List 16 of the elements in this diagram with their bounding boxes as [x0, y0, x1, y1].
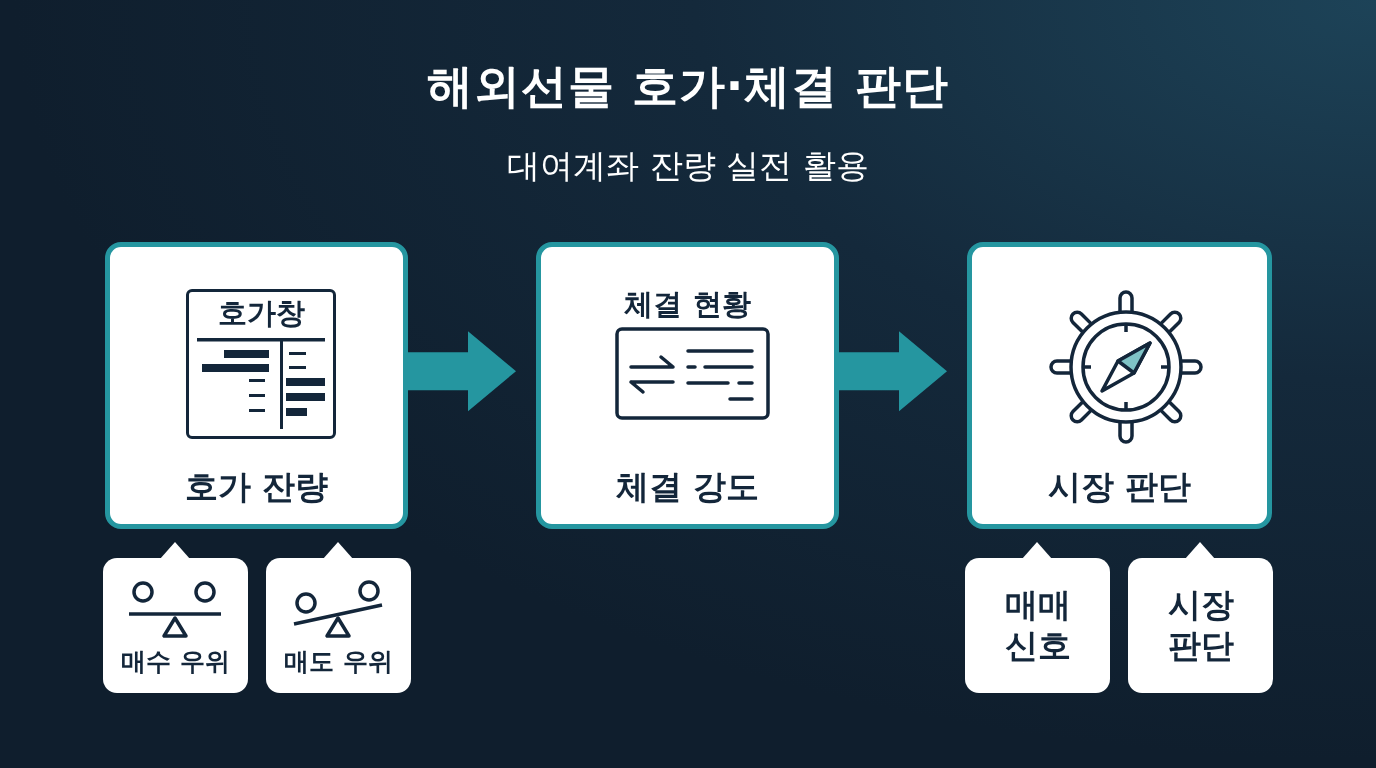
card-label: 호가 잔량	[183, 466, 330, 508]
card-label: 체결 강도	[614, 466, 761, 508]
process-card	[536, 242, 839, 529]
title: 해외선물 호가·체결 판단	[425, 58, 951, 115]
subtitle: 대여계좌 잔량 실전 활용	[506, 145, 870, 187]
card-heading: 체결 현황	[623, 286, 752, 323]
order-book-heading: 호가창	[216, 295, 306, 332]
process-card	[967, 242, 1272, 529]
callout-label: 매매 신호	[1003, 584, 1072, 667]
flow-arrow	[408, 331, 516, 412]
flow-arrow	[839, 331, 947, 412]
callout-label: 시장 판단	[1166, 584, 1235, 667]
callout-label: 매수 우위	[120, 646, 231, 678]
process-card	[105, 242, 408, 529]
card-label: 시장 판단	[1046, 466, 1193, 508]
callout-label: 매도 우위	[283, 646, 394, 678]
